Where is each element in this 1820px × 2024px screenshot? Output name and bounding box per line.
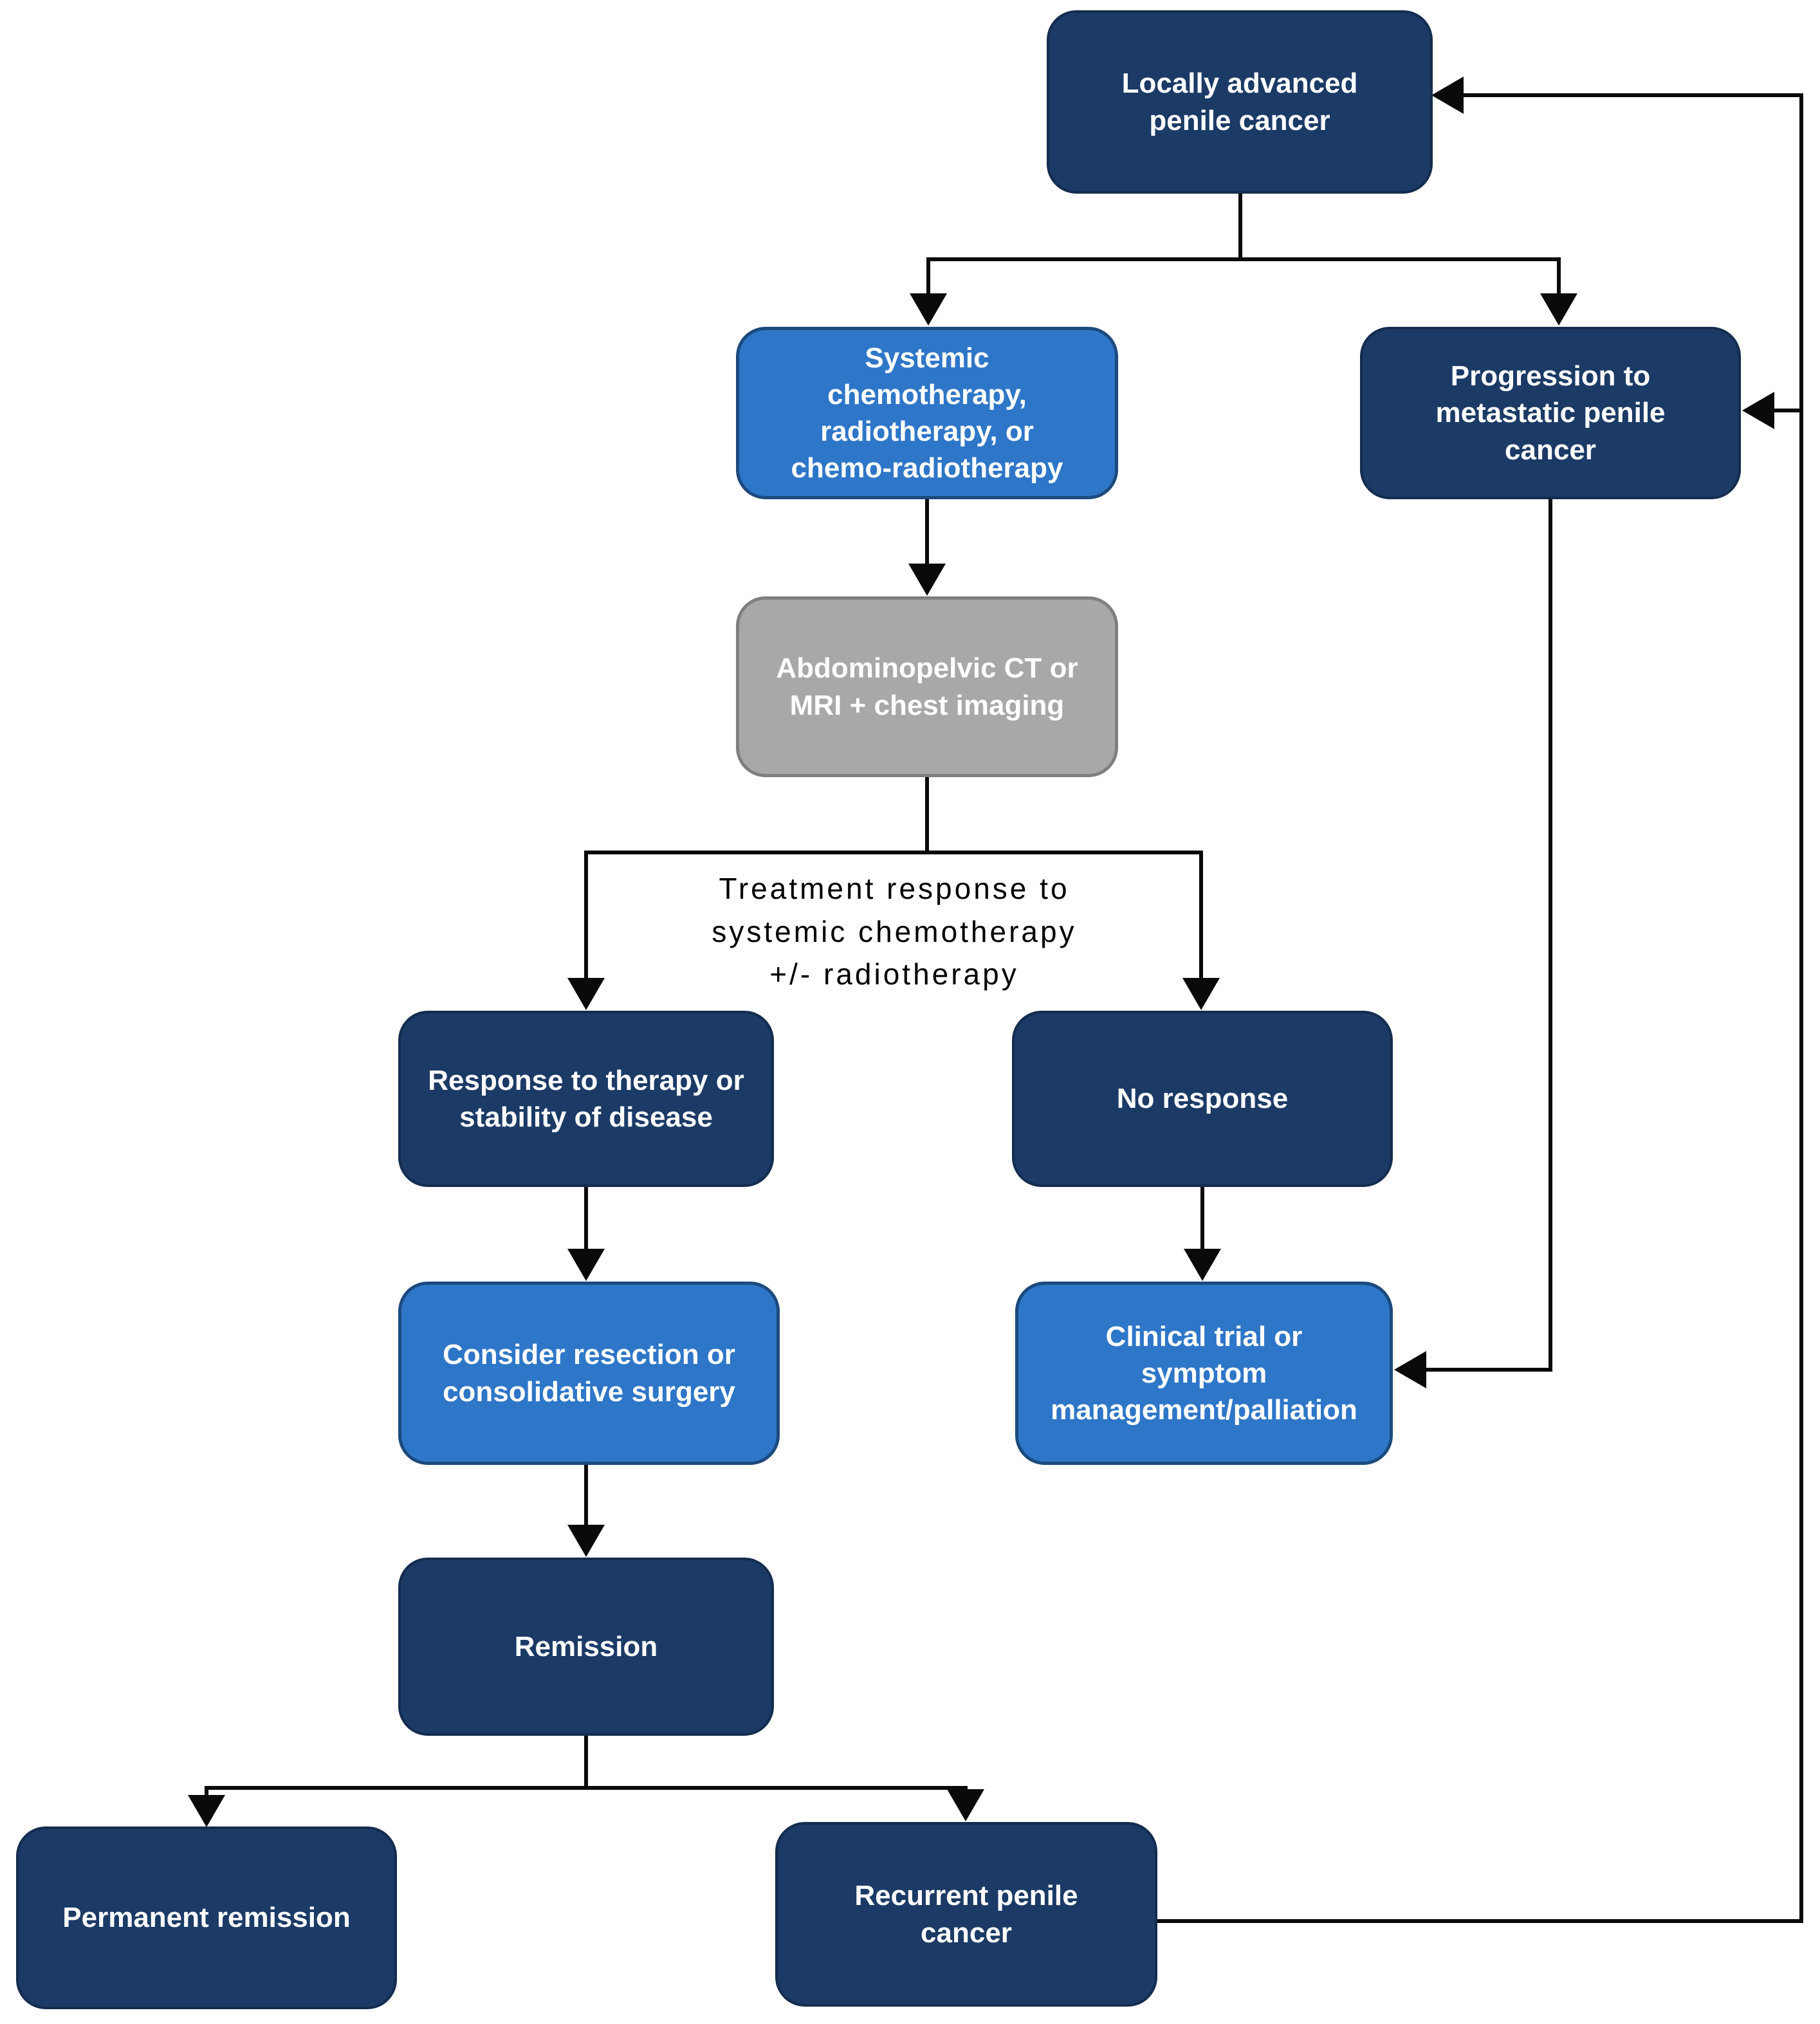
connector-progression-down <box>1549 498 1552 1372</box>
arrowhead-into-trial-side <box>1394 1351 1426 1388</box>
connector-progression-to-trial <box>1421 1368 1552 1372</box>
node-response-or-stability: Response to therapy or stability of dise… <box>398 1011 774 1187</box>
connector-drop-systemic <box>926 257 930 295</box>
node-progression-to-metastatic: Progression to metastatic penile cancer <box>1360 327 1741 499</box>
node-no-response: No response <box>1012 1011 1393 1187</box>
arrowhead-into-clinical-trial <box>1184 1249 1221 1281</box>
connector-right-edge-riser <box>1799 93 1803 1923</box>
node-remission: Remission <box>398 1558 774 1736</box>
connector-resection-to-remission <box>584 1464 588 1526</box>
arrowhead-into-recurrent <box>947 1789 984 1821</box>
arrowhead-into-response <box>567 978 605 1010</box>
node-systemic-chemotherapy-radiotherapy: Systemic chemotherapy, radiotherapy, or … <box>736 327 1118 499</box>
node-permanent-remission: Permanent remission <box>16 1826 397 2009</box>
connector-noresponse-to-trial <box>1200 1186 1204 1250</box>
connector-bottom-branch <box>205 1786 968 1790</box>
connector-drop-permanent <box>205 1786 208 1795</box>
arrowhead-into-remission <box>567 1525 605 1557</box>
node-locally-advanced-penile-cancer: Locally advanced penile cancer <box>1047 10 1433 194</box>
treatment-response-label: Treatment response to systemic chemother… <box>712 872 1077 991</box>
arrowhead-into-no-response <box>1182 978 1220 1010</box>
arrowhead-into-imaging <box>908 564 946 596</box>
connector-systemic-to-imaging <box>925 498 929 565</box>
connector-recurrent-to-right-edge <box>1157 1919 1803 1923</box>
connector-top-branch <box>926 257 1561 261</box>
connector-imaging-stem <box>925 776 929 854</box>
connector-return-to-top <box>1458 93 1803 97</box>
node-abdominopelvic-ct-mri-imaging: Abdominopelvic CT or MRI + chest imaging <box>736 596 1118 777</box>
arrowhead-into-locally-advanced <box>1431 77 1464 114</box>
arrowhead-into-systemic <box>910 293 947 326</box>
node-recurrent-penile-cancer: Recurrent penile cancer <box>775 1822 1157 2007</box>
connector-drop-response <box>584 851 588 979</box>
arrowhead-into-progression-side <box>1742 392 1774 429</box>
node-clinical-trial-palliation: Clinical trial or symptom management/pal… <box>1015 1282 1393 1465</box>
connector-top-stem <box>1238 192 1242 260</box>
arrowhead-into-permanent <box>188 1795 225 1827</box>
arrowhead-into-resection <box>567 1249 605 1281</box>
connector-mid-branch <box>584 851 1203 854</box>
node-consider-resection-surgery: Consider resection or consolidative surg… <box>398 1282 780 1465</box>
connector-return-to-progression <box>1769 409 1803 412</box>
arrowhead-into-progression <box>1540 293 1577 326</box>
connector-drop-progression <box>1557 257 1561 295</box>
connector-response-to-resection <box>584 1186 588 1250</box>
connector-remission-stem <box>584 1734 588 1790</box>
connector-drop-no-response <box>1199 851 1203 979</box>
